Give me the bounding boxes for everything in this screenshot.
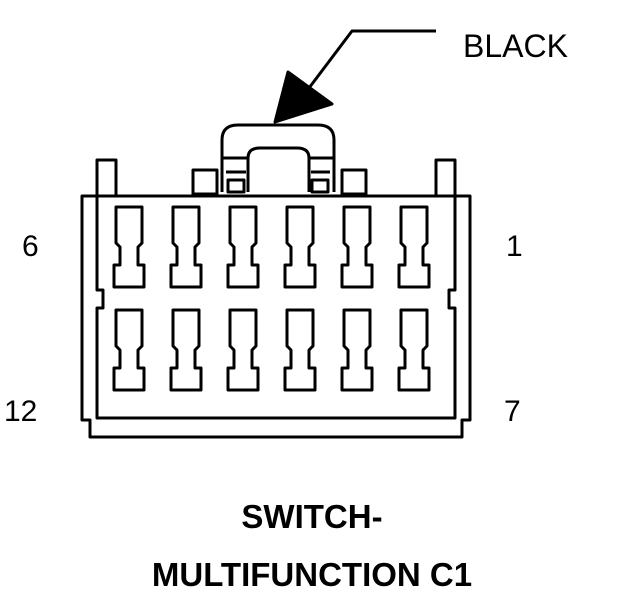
pin-label-6: 6 (22, 230, 39, 263)
terminal-cavity (340, 308, 374, 392)
terminal-cavity (397, 205, 431, 289)
terminal-cavity (226, 308, 260, 392)
right-post (434, 158, 457, 196)
terminal-cavity (112, 205, 146, 289)
terminal-cavity (112, 308, 146, 392)
connector-housing (80, 194, 472, 439)
connector-title-line2: MULTIFUNCTION C1 (151, 556, 473, 593)
terminal-cavity (340, 205, 374, 289)
wire-color-label: BLACK (463, 28, 568, 64)
terminal-cavity (283, 308, 317, 392)
connector-title-line1: SWITCH- (241, 498, 383, 535)
pin-label-7: 7 (504, 395, 521, 428)
terminal-cavity (283, 205, 317, 289)
terminal-cavity (397, 308, 431, 392)
connector-housing-inner (95, 196, 457, 420)
terminal-cavity (169, 205, 203, 289)
pin-label-12: 12 (4, 395, 38, 428)
terminal-cavity (226, 205, 260, 289)
terminal-cavity (169, 308, 203, 392)
connector-latch (220, 123, 336, 192)
leader-line (301, 29, 436, 97)
left-post (95, 158, 118, 196)
pin-label-1: 1 (506, 230, 523, 263)
leader-arrowhead (273, 70, 334, 124)
